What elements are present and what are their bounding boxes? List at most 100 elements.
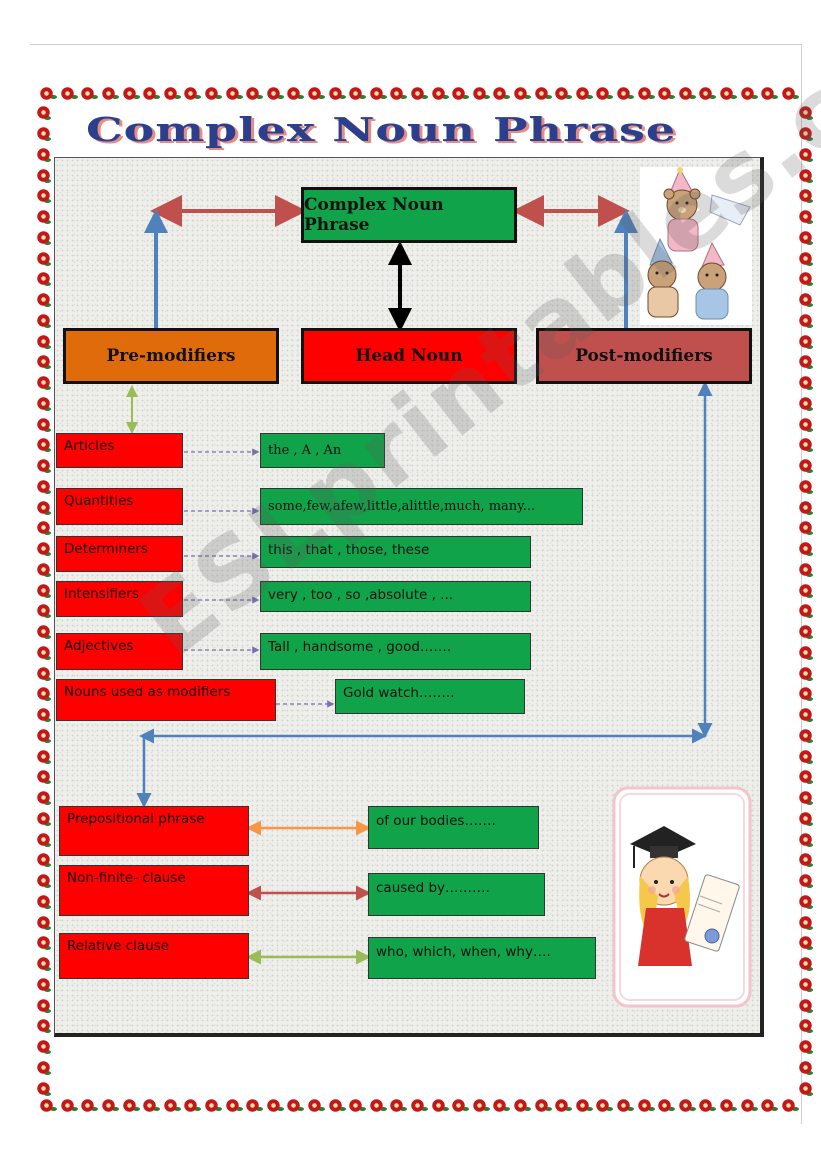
leaf-icon: [44, 926, 51, 930]
red-flower-icon: [799, 1019, 812, 1032]
red-flower-icon: [287, 1099, 300, 1112]
red-flower-icon: [37, 418, 50, 431]
leaf-icon: [44, 843, 51, 847]
red-flower-icon: [799, 252, 812, 265]
red-flower-icon: [267, 1099, 280, 1112]
red-flower-icon: [61, 1099, 74, 1112]
node-complex-noun-phrase: Complex Noun Phrase: [301, 187, 517, 243]
red-flower-icon: [473, 1099, 486, 1112]
leaf-icon: [44, 407, 51, 411]
leaf-icon: [806, 760, 813, 764]
red-flower-icon: [40, 87, 53, 100]
page-title: Complex Noun Phrase: [86, 110, 677, 149]
leaf-icon: [194, 1107, 201, 1111]
red-flower-icon: [37, 376, 50, 389]
red-flower-icon: [37, 1061, 50, 1074]
leaf-icon: [606, 95, 613, 99]
leaf-icon: [806, 718, 813, 722]
red-flower-icon: [799, 563, 812, 576]
red-flower-icon: [432, 1099, 445, 1112]
red-flower-icon: [638, 1099, 651, 1112]
flower-border-bottom: [36, 1098, 799, 1114]
leaf-icon: [806, 365, 813, 369]
red-flower-icon: [679, 87, 692, 100]
leaf-icon: [153, 1107, 160, 1111]
red-flower-icon: [102, 1099, 115, 1112]
leaf-icon: [771, 95, 778, 99]
pre-label-determiners: Determiners: [56, 536, 183, 572]
red-flower-icon: [799, 231, 812, 244]
red-flower-icon: [37, 459, 50, 472]
leaf-icon: [806, 1071, 813, 1075]
red-flower-icon: [390, 87, 403, 100]
leaf-icon: [380, 95, 387, 99]
leaf-icon: [806, 967, 813, 971]
leaf-icon: [627, 1107, 634, 1111]
leaf-icon: [297, 95, 304, 99]
leaf-icon: [133, 95, 140, 99]
node-post-modifiers: Post-modifiers: [536, 328, 752, 384]
leaf-icon: [44, 324, 51, 328]
leaf-icon: [442, 95, 449, 99]
red-flower-icon: [37, 874, 50, 887]
red-flower-icon: [799, 999, 812, 1012]
red-flower-icon: [452, 1099, 465, 1112]
red-flower-icon: [308, 1099, 321, 1112]
red-flower-icon: [37, 521, 50, 534]
leaf-icon: [44, 656, 51, 660]
red-flower-icon: [596, 87, 609, 100]
red-flower-icon: [535, 87, 548, 100]
leaf-icon: [44, 697, 51, 701]
red-flower-icon: [102, 87, 115, 100]
red-flower-icon: [658, 1099, 671, 1112]
leaf-icon: [44, 386, 51, 390]
leaf-icon: [806, 158, 813, 162]
red-flower-icon: [799, 272, 812, 285]
red-flower-icon: [799, 148, 812, 161]
red-flower-icon: [37, 667, 50, 680]
red-flower-icon: [37, 936, 50, 949]
leaf-icon: [421, 95, 428, 99]
red-flower-icon: [37, 791, 50, 804]
leaf-icon: [256, 95, 263, 99]
leaf-icon: [806, 324, 813, 328]
leaf-icon: [648, 1107, 655, 1111]
red-flower-icon: [37, 999, 50, 1012]
red-flower-icon: [349, 87, 362, 100]
red-flower-icon: [799, 1061, 812, 1074]
red-flower-icon: [799, 521, 812, 534]
leaf-icon: [44, 448, 51, 452]
red-flower-icon: [452, 87, 465, 100]
red-flower-icon: [37, 957, 50, 970]
leaf-icon: [400, 95, 407, 99]
red-flower-icon: [638, 87, 651, 100]
red-flower-icon: [143, 1099, 156, 1112]
red-flower-icon: [37, 314, 50, 327]
leaf-icon: [44, 739, 51, 743]
pre-label-intensifiers: Intensifiers: [56, 581, 183, 617]
red-flower-icon: [184, 87, 197, 100]
red-flower-icon: [37, 542, 50, 555]
red-flower-icon: [164, 87, 177, 100]
red-flower-icon: [576, 87, 589, 100]
red-flower-icon: [37, 646, 50, 659]
pre-example-articles: the , A , An: [260, 433, 385, 468]
leaf-icon: [806, 739, 813, 743]
pre-label-articles: Articles: [56, 433, 183, 468]
red-flower-icon: [799, 895, 812, 908]
flower-border-right: [798, 102, 814, 1098]
leaf-icon: [71, 95, 78, 99]
leaf-icon: [806, 594, 813, 598]
leaf-icon: [627, 95, 634, 99]
red-flower-icon: [37, 293, 50, 306]
red-flower-icon: [37, 708, 50, 721]
leaf-icon: [806, 905, 813, 909]
red-flower-icon: [799, 584, 812, 597]
leaf-icon: [44, 282, 51, 286]
red-flower-icon: [329, 1099, 342, 1112]
red-flower-icon: [411, 1099, 424, 1112]
pre-label-nouns-as-modifiers: Nouns used as modifiers: [56, 679, 276, 721]
flower-border-top: [36, 86, 799, 102]
red-flower-icon: [349, 1099, 362, 1112]
red-flower-icon: [799, 376, 812, 389]
